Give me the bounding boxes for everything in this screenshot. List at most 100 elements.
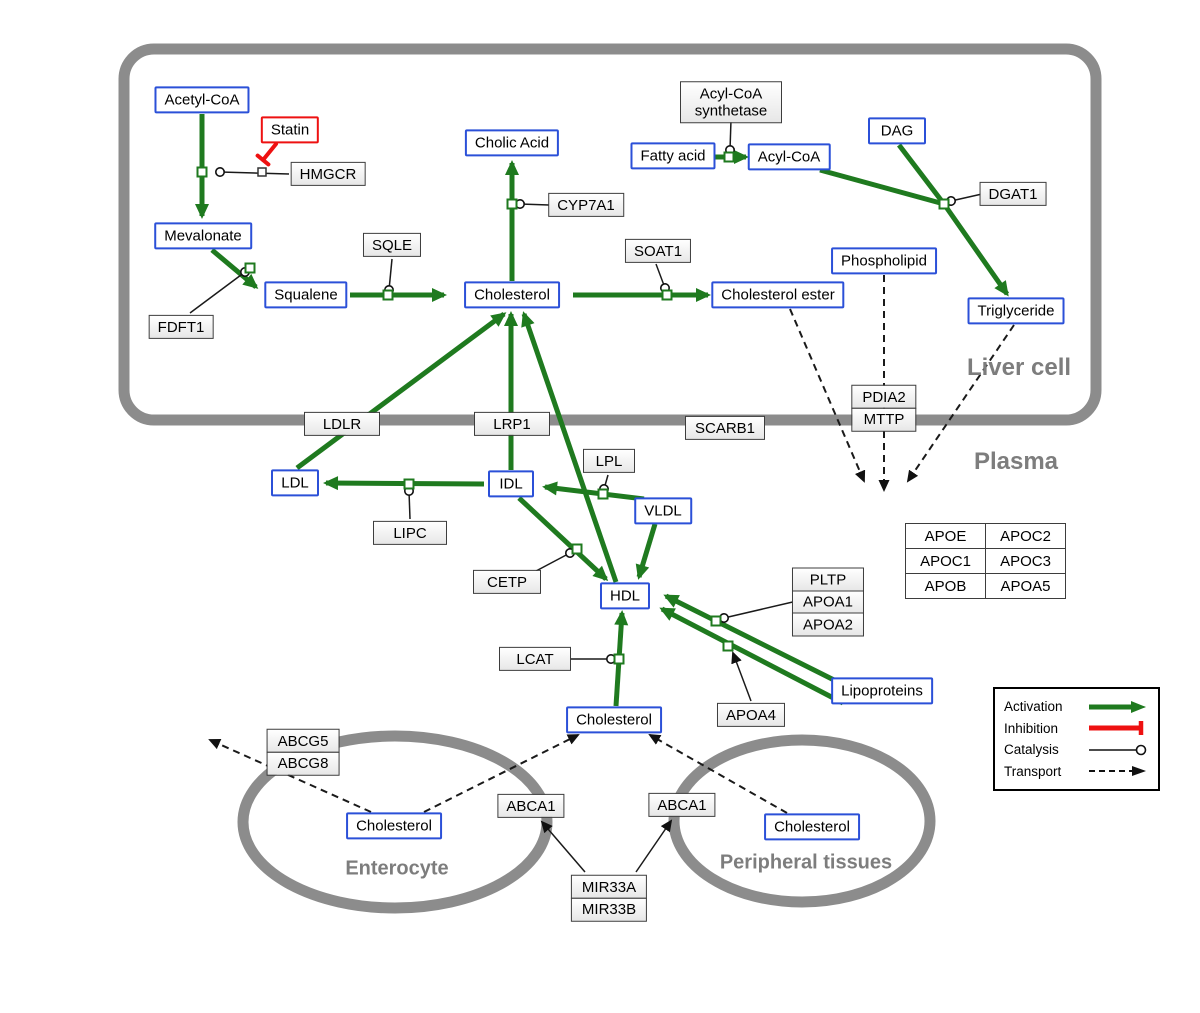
legend-label-activation: Activation — [1004, 699, 1063, 714]
enzyme-lpl: LPL — [583, 448, 635, 474]
protein-apoa1: APOA1 — [791, 590, 865, 614]
transport-peripheral-plasma — [648, 734, 788, 814]
transport-arrows — [208, 275, 1015, 814]
transporter-abca1-left: ABCA1 — [497, 793, 565, 819]
reaction-node — [710, 615, 722, 627]
catalysis-circle-icon — [1089, 744, 1147, 756]
protein-mttp: MTTP — [851, 407, 917, 432]
legend-row-transport: Transport — [1004, 761, 1149, 782]
arrow-dag-dgatnode — [897, 143, 946, 206]
legend-row-catalysis: Catalysis — [1004, 739, 1149, 760]
transport-cholesterol-abcg — [208, 739, 372, 813]
arrow-hdl-cholesterol — [521, 311, 619, 583]
metabolite-ldl: LDL — [271, 469, 319, 497]
metabolite-acyl-coa: Acyl-CoA — [747, 143, 831, 171]
protein-pltp: PLTP — [791, 567, 865, 592]
metabolite-triglyceride: Triglyceride — [967, 297, 1065, 325]
arrow-mevalonate-squalene — [210, 248, 259, 289]
activation-arrow-icon — [1089, 700, 1146, 713]
protein-apoa2: APOA2 — [791, 612, 865, 637]
reaction-node — [571, 543, 583, 555]
stack-pltp-apoa1-apoa2: PLTP APOA1 APOA2 — [791, 567, 865, 637]
reaction-node — [723, 151, 735, 163]
transporter-lrp1: LRP1 — [474, 411, 550, 437]
catalysis-soat1 — [655, 263, 670, 293]
inhibition-statin-tbar — [255, 153, 271, 167]
enzyme-cetp: CETP — [473, 569, 541, 595]
arrow-idl-hdl-cetp — [517, 496, 609, 582]
metabolite-phospholipid: Phospholipid — [831, 247, 937, 275]
metabolite-fatty-acid: Fatty acid — [630, 142, 716, 170]
metabolite-squalene: Squalene — [264, 281, 348, 309]
metabolite-lipoproteins: Lipoproteins — [831, 677, 933, 705]
catalysis-lines — [189, 119, 983, 664]
inhibition-tbar-icon — [1089, 721, 1144, 736]
metabolite-cholesterol-ester: Cholesterol ester — [711, 281, 845, 309]
metabolite-cholic-acid: Cholic Acid — [464, 129, 560, 157]
catalysis-lipc — [404, 486, 414, 520]
liver-cell-membrane — [118, 43, 1102, 426]
arrow-mir33-abca1-left — [540, 820, 586, 873]
reaction-nodes — [196, 151, 950, 665]
apo-cell: APOC1 — [905, 548, 986, 574]
apo-cell: APOC3 — [985, 548, 1066, 574]
legend-label-transport: Transport — [1004, 763, 1062, 779]
apo-cell: APOA5 — [985, 573, 1066, 599]
legend-row-activation: Activation — [1004, 696, 1149, 717]
arrow-ldl-cholesterol — [295, 311, 507, 471]
enzyme-lipc: LIPC — [373, 520, 447, 546]
arrow-acylcoa-dgatnode — [819, 167, 945, 207]
arrow-vldl-hdl — [635, 523, 658, 580]
reaction-node — [613, 653, 625, 665]
transport-triglyceride-plasma — [906, 324, 1015, 483]
metabolite-dag: DAG — [868, 117, 926, 145]
inhibition-statin-line — [261, 142, 278, 162]
enzyme-acyl-coa-synthetase: Acyl-CoA synthetase — [680, 81, 782, 123]
reaction-node — [403, 478, 415, 490]
regulation-arrows — [540, 651, 752, 873]
transporter-abcg5: ABCG5 — [266, 728, 340, 753]
reaction-node — [382, 289, 394, 301]
metabolite-cholesterol-enterocyte: Cholesterol — [346, 812, 442, 840]
metabolite-vldl: VLDL — [634, 497, 692, 525]
mirna-mir33b: MIR33B — [570, 897, 648, 922]
stack-mir33a-mir33b: MIR33A MIR33B — [570, 874, 648, 922]
arrow-dgatnode-triglyceride — [941, 202, 1010, 297]
reaction-node — [597, 488, 609, 500]
region-label-enterocyte: Enterocyte — [345, 857, 449, 880]
protein-apoa4: APOA4 — [716, 702, 786, 728]
reaction-node — [244, 262, 256, 274]
peripheral-tissues-membrane — [668, 734, 936, 908]
transporter-abcg8: ABCG8 — [266, 751, 340, 776]
arrow-lipoproteins-hdl-upper — [663, 593, 838, 684]
legend-label-catalysis: Catalysis — [1004, 742, 1059, 758]
arrow-vldl-idl — [542, 481, 645, 502]
enzyme-lcat: LCAT — [499, 646, 571, 672]
reaction-node — [661, 289, 673, 301]
catalysis-fdft1 — [189, 267, 250, 314]
metabolite-mevalonate: Mevalonate — [154, 222, 252, 250]
enzyme-soat1: SOAT1 — [624, 238, 692, 264]
enzyme-hmgcr: HMGCR — [290, 161, 366, 187]
catalysis-cyp7a1 — [515, 199, 550, 209]
region-label-liver-cell: Liver cell — [966, 354, 1072, 381]
reaction-node — [722, 640, 734, 652]
metabolite-acetyl-coa: Acetyl-CoA — [154, 86, 250, 114]
legend-label-inhibition: Inhibition — [1004, 720, 1059, 736]
catalysis-cetp — [535, 548, 575, 572]
catalysis-dgat1 — [946, 193, 983, 206]
transport-dashed-arrow-icon — [1089, 766, 1146, 777]
arrow-lipoproteins-hdl-lower — [659, 606, 845, 706]
catalysis-hmgcr — [215, 167, 290, 177]
stack-pdia2-mttp: PDIA2 MTTP — [851, 384, 917, 432]
transporter-ldlr: LDLR — [304, 411, 380, 437]
inhibition-arrow — [255, 142, 278, 167]
arrow-apoa4-node — [731, 651, 752, 702]
enzyme-fdft1: FDFT1 — [148, 314, 214, 340]
transport-cholesterolester-plasma — [789, 308, 866, 483]
protein-pdia2: PDIA2 — [851, 384, 917, 409]
legend: Activation Inhibition Catalysis Transpor… — [993, 687, 1160, 791]
region-label-peripheral-tissues: Peripheral tissues — [719, 851, 893, 874]
mirna-mir33a: MIR33A — [570, 874, 648, 899]
